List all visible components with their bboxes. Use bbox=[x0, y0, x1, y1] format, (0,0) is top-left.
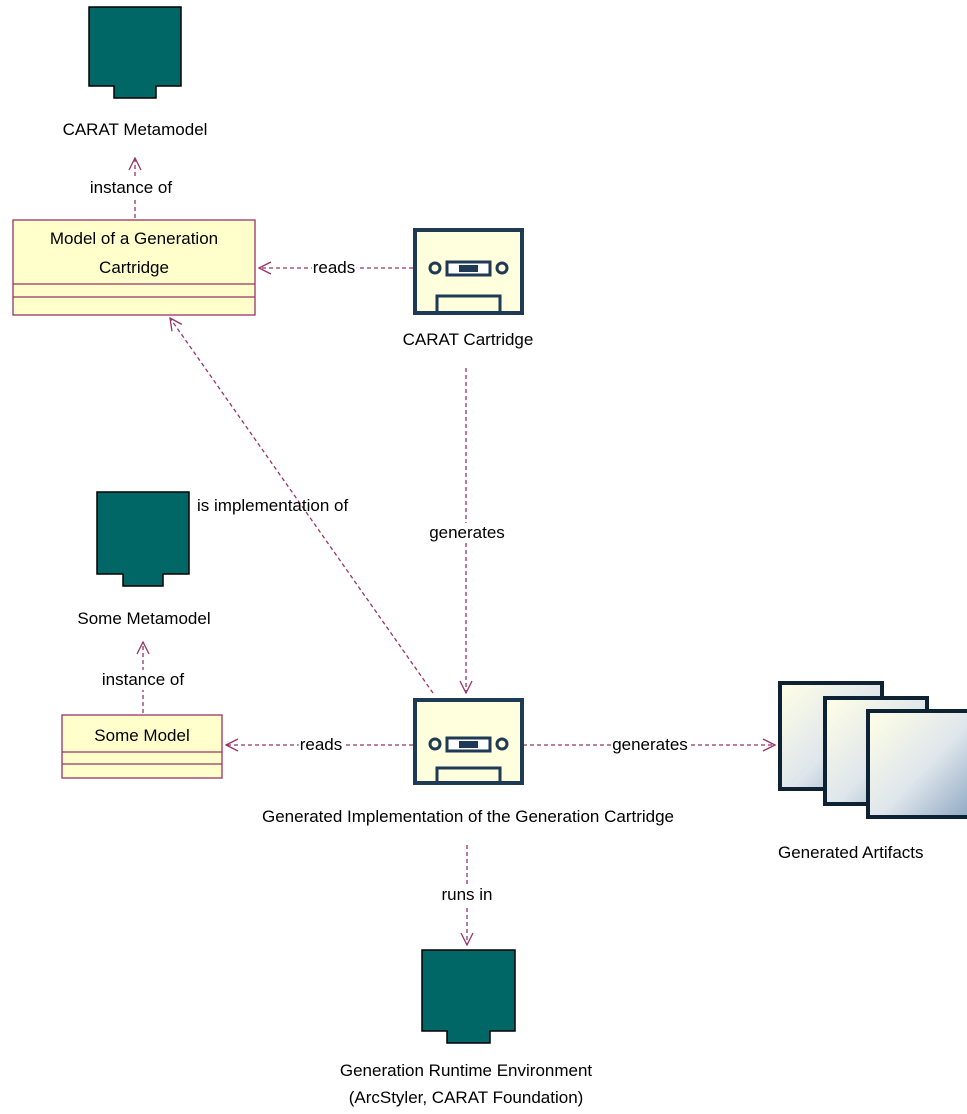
edge-label-is-implementation-of: is implementation of bbox=[197, 496, 349, 515]
node-label-generated-implementation: Generated Implementation of the Generati… bbox=[261, 807, 675, 826]
node-label-runtime-line-2: (ArcStyler, CARAT Foundation) bbox=[348, 1088, 584, 1107]
node-label-carat-cartridge: CARAT Cartridge bbox=[402, 330, 534, 349]
class-box-model-generation-cartridge bbox=[12, 219, 256, 316]
class-name-line-2: Cartridge bbox=[99, 258, 169, 277]
edge-label-generates-2: generates bbox=[611, 735, 689, 755]
edge-label-generates-1: generates bbox=[428, 523, 506, 543]
edge-label-reads-2: reads bbox=[298, 735, 344, 755]
class-name-line-1: Model of a Generation bbox=[49, 229, 219, 248]
cartridge-icon bbox=[413, 228, 524, 315]
cartridge-icon bbox=[413, 698, 524, 785]
node-label-runtime-line-1: Generation Runtime Environment bbox=[339, 1061, 593, 1080]
artifacts-icon bbox=[778, 681, 967, 819]
metamodel-icon bbox=[88, 6, 182, 99]
edge-label-instance-of-1: instance of bbox=[88, 178, 174, 198]
edge-label-instance-of-2: instance of bbox=[100, 670, 186, 690]
node-label-carat-metamodel: CARAT Metamodel bbox=[62, 120, 208, 139]
node-label-some-metamodel: Some Metamodel bbox=[77, 609, 211, 628]
class-name-some-model: Some Model bbox=[94, 726, 190, 745]
edge-is-implementation-of bbox=[170, 318, 434, 694]
runtime-icon bbox=[421, 949, 516, 1044]
class-box-some-model bbox=[61, 714, 223, 779]
edge-label-reads-1: reads bbox=[311, 258, 357, 278]
metamodel-icon bbox=[96, 491, 190, 587]
edge-label-runs-in: runs in bbox=[440, 885, 494, 905]
node-label-generated-artifacts: Generated Artifacts bbox=[778, 843, 924, 862]
